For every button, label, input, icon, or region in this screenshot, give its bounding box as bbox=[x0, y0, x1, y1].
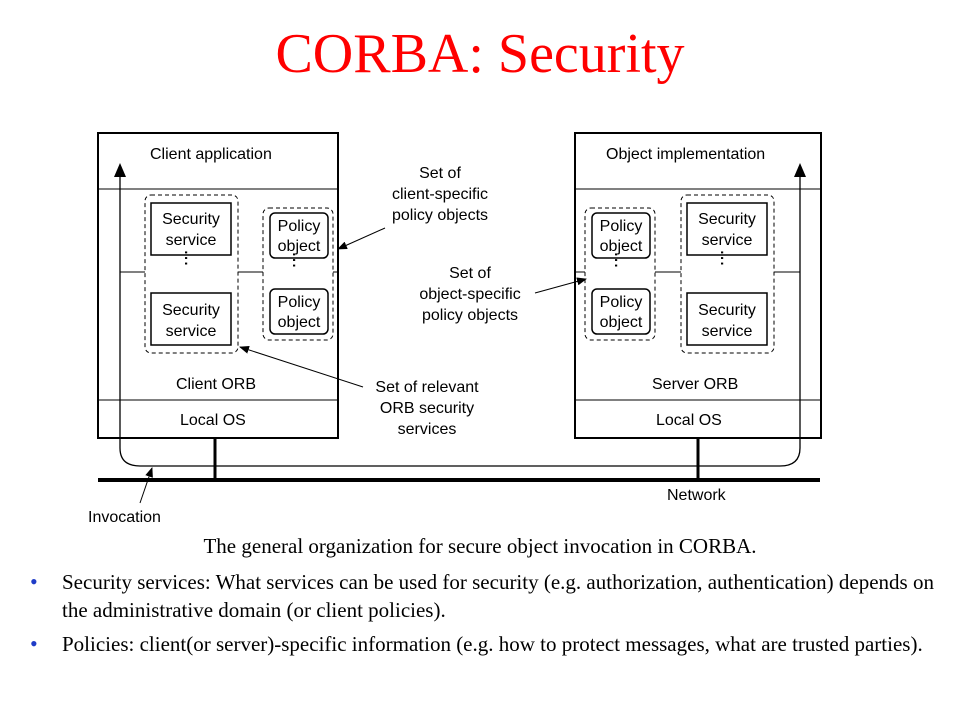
server-security-service-line: Security bbox=[698, 211, 756, 228]
server-security-service-line: service bbox=[702, 323, 753, 340]
figure-caption: The general organization for secure obje… bbox=[203, 534, 757, 558]
orb-services-annotation-line: services bbox=[398, 421, 457, 438]
slide-title: CORBA: Security bbox=[275, 23, 685, 85]
server-policy-object-box bbox=[591, 212, 651, 259]
client-policies-annotation-line: Set of bbox=[419, 165, 461, 182]
client-security-service-line: Security bbox=[162, 211, 220, 228]
client-policy-object-box bbox=[269, 288, 329, 335]
bullet-list: • Security services: What services can b… bbox=[30, 568, 955, 664]
bullet-text: Security services: What services can be … bbox=[62, 570, 934, 622]
server-security-service-line: service bbox=[702, 232, 753, 249]
client-security-service-box bbox=[150, 292, 232, 346]
invocation-path bbox=[119, 172, 801, 467]
invocation-label: Invocation bbox=[88, 509, 161, 526]
invocation-arrow-up-icon bbox=[114, 163, 126, 177]
server-os-label: Local OS bbox=[656, 412, 722, 429]
server-policy-object-line: Policy bbox=[600, 294, 643, 311]
client-policy-object-line: Policy bbox=[278, 218, 321, 235]
client-security-service-line: service bbox=[166, 323, 217, 340]
server-policy-object-line: object bbox=[600, 314, 643, 331]
ellipsis-vertical-icon: ... bbox=[716, 250, 738, 267]
orb-services-annotation-line: Set of relevant bbox=[375, 379, 479, 396]
bullet-item: • Security services: What services can b… bbox=[30, 568, 955, 624]
ellipsis-vertical-icon: ... bbox=[288, 252, 310, 269]
server-policy-object-box bbox=[591, 288, 651, 335]
server-security-service-line: Security bbox=[698, 302, 756, 319]
client-security-service-line: Security bbox=[162, 302, 220, 319]
client-node-box bbox=[97, 132, 339, 439]
network-label: Network bbox=[667, 487, 727, 504]
server-policy-object-line: object bbox=[600, 238, 643, 255]
invocation-arrow-up-icon bbox=[794, 163, 806, 177]
server-policy-object-line: Policy bbox=[600, 218, 643, 235]
client-application-label: Client application bbox=[150, 146, 272, 163]
bullet-text: Policies: client(or server)-specific inf… bbox=[62, 632, 923, 656]
ellipsis-vertical-icon: ... bbox=[610, 252, 632, 269]
orb-services-pointer-arrow bbox=[239, 345, 364, 388]
client-os-label: Local OS bbox=[180, 412, 246, 429]
bullet-item: • Policies: client(or server)-specific i… bbox=[30, 630, 955, 658]
bullet-dot-icon: • bbox=[30, 569, 38, 594]
client-security-service-line: service bbox=[166, 232, 217, 249]
server-implementation-label: Object implementation bbox=[606, 146, 765, 163]
object-policies-annotation-line: policy objects bbox=[422, 307, 518, 324]
server-orb-label: Server ORB bbox=[652, 376, 738, 393]
orb-services-annotation-line: ORB security bbox=[380, 400, 474, 417]
client-policy-object-line: object bbox=[278, 314, 321, 331]
client-policy-object-line: Policy bbox=[278, 294, 321, 311]
invocation-pointer-arrow bbox=[139, 467, 153, 504]
client-policies-annotation-line: policy objects bbox=[392, 207, 488, 224]
client-policies-annotation-line: client-specific bbox=[392, 186, 488, 203]
client-security-service-box bbox=[150, 202, 232, 256]
bullet-dot-icon: • bbox=[30, 631, 38, 656]
server-security-service-box bbox=[686, 202, 768, 256]
object-policies-pointer-arrow bbox=[534, 277, 587, 294]
client-policies-pointer-arrow bbox=[337, 227, 386, 250]
ellipsis-vertical-icon: ... bbox=[180, 250, 202, 267]
client-orb-label: Client ORB bbox=[176, 376, 256, 393]
object-policies-annotation-line: Set of bbox=[449, 265, 491, 282]
object-policies-annotation-line: object-specific bbox=[419, 286, 520, 303]
client-policy-object-line: object bbox=[278, 238, 321, 255]
client-policy-object-box bbox=[269, 212, 329, 259]
server-security-service-box bbox=[686, 292, 768, 346]
